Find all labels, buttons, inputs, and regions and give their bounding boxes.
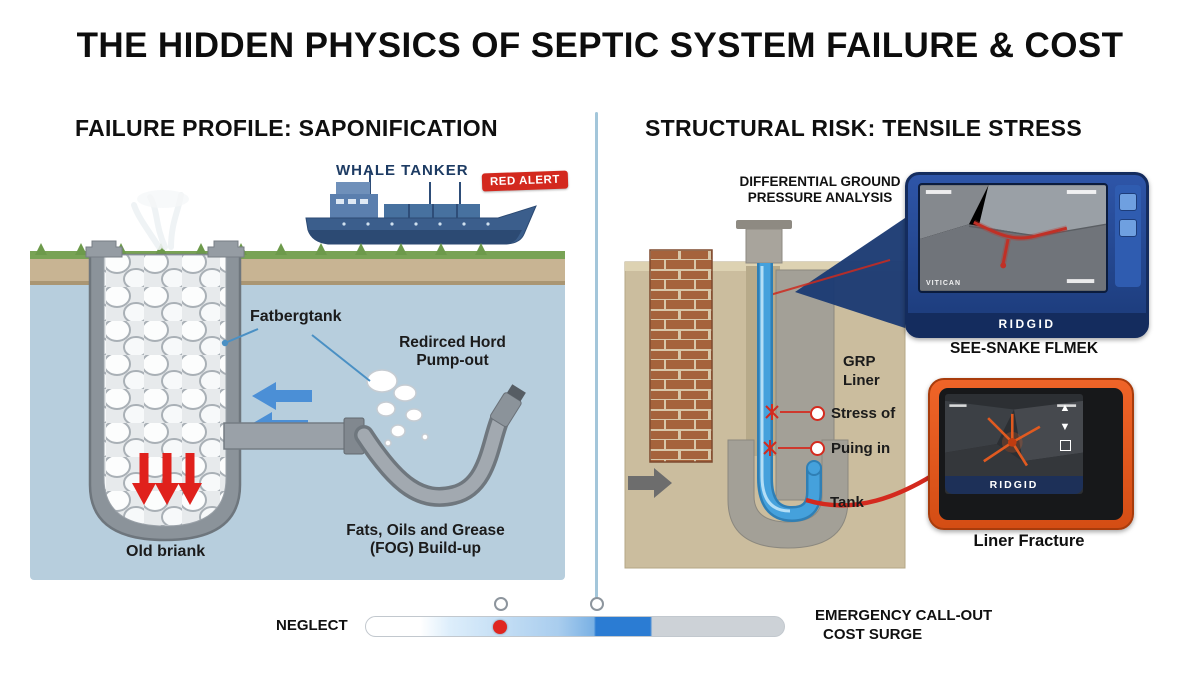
pump-out-line2: Pump-out: [416, 352, 489, 369]
pipe-interior-view-bottom: [945, 400, 1083, 488]
grp-line2: Liner: [843, 372, 880, 389]
fatberg-leader-line: [221, 328, 371, 382]
stress-label: Stress of: [831, 405, 896, 422]
pipe-interior-view-top: [920, 185, 1106, 291]
fat-splash: [366, 369, 429, 447]
grp-liner-label: GRP Liner: [843, 352, 880, 390]
fog-buildup-label: Fats, Oils and Grease (FOG) Build-up: [318, 522, 533, 558]
outlet-pipe: [223, 417, 365, 455]
ground-cross-section-diagram: [624, 218, 940, 569]
cost-scale-bar: [365, 616, 785, 637]
pulling-label-row: Puing in: [810, 440, 890, 457]
select-button-icon: [1059, 440, 1071, 451]
screen-hud-text: VITICAN: [926, 280, 961, 287]
concrete-u-channel: [727, 439, 849, 549]
grass-strip: [30, 243, 565, 259]
neglect-label: NEGLECT: [276, 617, 348, 634]
brick-wall: [649, 249, 713, 463]
menu-key-icon: [1119, 193, 1137, 211]
emergency-callout-label: EMERGENCY CALL-OUT COST SURGE: [815, 606, 992, 644]
whale-tanker-illustration: [305, 172, 537, 245]
pressure-down-arrows: [132, 453, 202, 505]
tank-label: Tank: [830, 494, 864, 511]
red-leader-lines: [778, 411, 940, 508]
ridgid-brand-bottom: RIDGID: [945, 476, 1083, 494]
tank-lid-left: [85, 240, 123, 258]
up-button-icon: ▲: [1059, 402, 1071, 414]
emergency-line2: COST SURGE: [823, 626, 923, 643]
callout-wedge: [795, 218, 905, 328]
monitor-side-keys: [1115, 185, 1141, 287]
see-snake-monitor: VITICAN RIDGID: [905, 172, 1149, 338]
left-panel-heading: FAILURE PROFILE: SAPONIFICATION: [75, 115, 498, 141]
fog-line2: (FOG) Build-up: [369, 540, 482, 557]
emergency-line1: EMERGENCY CALL-OUT: [815, 607, 993, 624]
ship-superstructure: [330, 182, 480, 220]
hose-nozzle: [490, 384, 526, 428]
scale-marker-1: [494, 597, 508, 611]
stress-label-row: Stress of: [810, 405, 895, 422]
soil-edge-line: [30, 281, 565, 285]
main-title: THE HIDDEN PHYSICS OF SEPTIC SYSTEM FAIL…: [76, 26, 1124, 65]
tank-lid-right: [207, 240, 245, 258]
septic-tank-diagram: [30, 190, 565, 580]
grp-line1: GRP: [843, 353, 876, 370]
right-panel-heading: STRUCTURAL RISK: TENSILE STRESS: [645, 115, 1082, 141]
stress-marker-icons: [763, 404, 779, 456]
fog-line1: Fats, Oils and Grease: [346, 522, 505, 539]
pump-out-label: Redirced Hord Pump-out: [365, 334, 540, 370]
whale-tanker-label: WHALE TANKER: [336, 162, 469, 179]
scale-handle-dot: [493, 620, 507, 634]
septic-tank-body: [85, 240, 245, 542]
pulling-label: Puing in: [831, 440, 891, 457]
ridgid-brand-top: RIDGID: [908, 313, 1146, 335]
red-connector: [805, 470, 940, 508]
monitor-bezel-bottom: ▲ ▼ RIDGID: [939, 388, 1123, 520]
pulling-marker-icon: [810, 441, 825, 456]
stress-marker-icon: [810, 406, 825, 421]
panel-divider: [595, 112, 598, 598]
monitor-screen-bottom: ▲ ▼ RIDGID: [945, 394, 1083, 494]
scale-marker-2: [590, 597, 604, 611]
ship-hull: [305, 205, 537, 245]
pump-hose: [354, 409, 510, 507]
water-spray: [131, 190, 189, 250]
select-key-icon: [1119, 219, 1137, 237]
old-briank-label: Old briank: [126, 543, 206, 560]
monitor-screen-top: VITICAN: [918, 183, 1108, 293]
ground-pressure-arrow: [628, 468, 672, 498]
liner-fracture-monitor: ▲ ▼ RIDGID: [928, 378, 1134, 530]
pressure-line1: DIFFERENTIAL GROUND: [739, 174, 901, 189]
liner-fracture-caption: Liner Fracture: [973, 532, 1085, 550]
hud-marks-bottom: [949, 404, 1077, 407]
fatberg-tank-label: Fatbergtank: [250, 308, 342, 325]
pressure-analysis-label: DIFFERENTIAL GROUND PRESSURE ANALYSIS: [727, 174, 913, 205]
hud-marks-top: [925, 190, 1097, 284]
monitor-buttons: ▲ ▼: [1051, 402, 1079, 494]
pump-out-line1: Redirced Hord: [399, 334, 506, 351]
fatberg-cobbles: [103, 254, 227, 527]
pressure-line2: PRESSURE ANALYSIS: [747, 189, 893, 205]
wedge-crack-line: [769, 259, 891, 296]
down-button-icon: ▼: [1059, 421, 1071, 433]
see-snake-caption: SEE-SNAKE FLMEK: [949, 340, 1099, 357]
